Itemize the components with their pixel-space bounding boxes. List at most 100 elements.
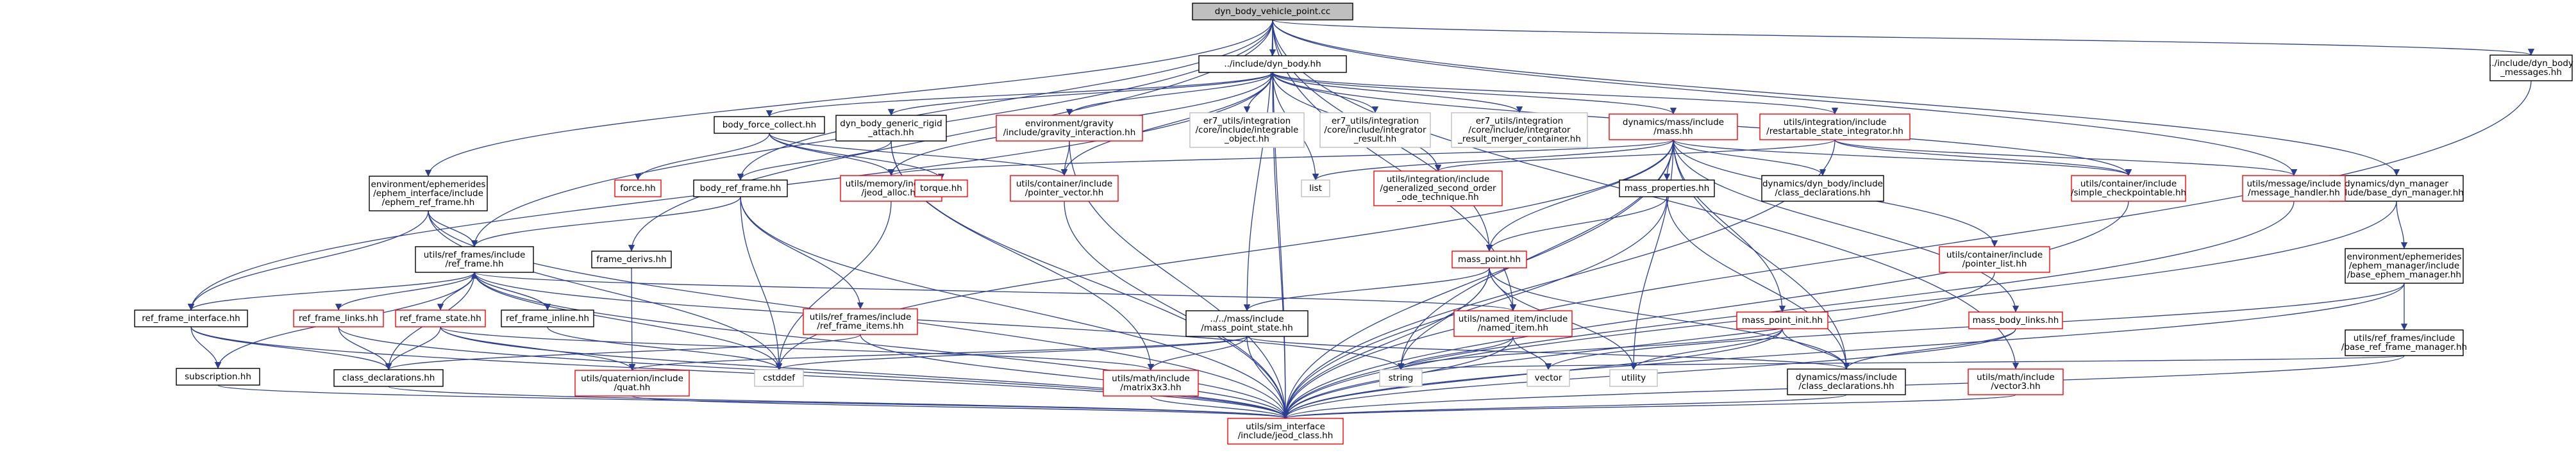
node-base-dyn-manager[interactable]: dynamics/dyn_manager/include/base_dyn_ma… bbox=[2329, 175, 2464, 202]
node-body-ref-frame[interactable]: body_ref_frame.hh bbox=[693, 179, 788, 197]
node-generalized-second-order[interactable]: utils/integration/include/generalized_se… bbox=[1373, 170, 1503, 206]
edge-root-to-body_ref_frame bbox=[737, 19, 1273, 181]
edge-base_dyn_manager-to-base_ephem_manager bbox=[2396, 201, 2408, 249]
node-box bbox=[591, 251, 672, 268]
node-torque-hh[interactable]: torque.hh bbox=[914, 179, 968, 197]
node-ref-frame-state[interactable]: ref_frame_state.hh bbox=[395, 309, 486, 327]
node-mass-properties[interactable]: mass_properties.hh bbox=[1619, 179, 1715, 197]
node-integrator-result-merger[interactable]: er7_utils/integration/core/include/integ… bbox=[1451, 112, 1588, 148]
node-label-line: utils/container/include bbox=[1016, 179, 1112, 189]
edge-ephem_ref_frame-to-cstddef bbox=[428, 210, 783, 370]
edge-body_ref_frame-to-cstddef bbox=[740, 196, 783, 370]
node-label-line: body_ref_frame.hh bbox=[700, 183, 782, 194]
node-ref-frame-items[interactable]: utils/ref_frames/include/ref_frame_items… bbox=[803, 308, 918, 335]
edge-mass_point-to-mass_point_state bbox=[1243, 267, 1490, 311]
node-label-line: utility bbox=[1621, 373, 1646, 383]
node-class-declarations[interactable]: class_declarations.hh bbox=[333, 369, 444, 387]
edge-mass_hh-to-mass_body_links bbox=[1673, 139, 2020, 313]
node-mass-hh[interactable]: dynamics/mass/include/mass.hh bbox=[1609, 113, 1738, 140]
node-label-line: environment/gravity bbox=[1025, 119, 1114, 129]
node-cstddef[interactable]: cstddef bbox=[754, 369, 804, 387]
node-label-line: /generalized_second_order bbox=[1380, 183, 1496, 194]
node-mass-body-links[interactable]: mass_body_links.hh bbox=[1968, 311, 2063, 329]
node-label-line: utils/memory/include bbox=[846, 179, 937, 189]
node-label-line: _object.hh bbox=[1224, 134, 1269, 144]
edge-vector3-to-jeod_class bbox=[1282, 394, 2016, 419]
node-pointer-list[interactable]: utils/container/include/pointer_list.hh bbox=[1939, 246, 2050, 273]
edge-ref_frame_links-to-jeod_class bbox=[338, 326, 1289, 419]
node-dyn-body-hh[interactable]: ../include/dyn_body.hh bbox=[1198, 55, 1347, 73]
node-body-force-collect[interactable]: body_force_collect.hh bbox=[714, 116, 825, 134]
edge-mass_point_init-to-string bbox=[1398, 328, 1783, 370]
node-label-line: /named_item.hh bbox=[1478, 323, 1548, 333]
node-box bbox=[293, 309, 384, 327]
node-dyn-body-generic-rigid[interactable]: dyn_body_generic_rigid_attach.hh bbox=[835, 115, 947, 142]
node-mass-point-state[interactable]: ../../mass/include/mass_point_state.hh bbox=[1185, 310, 1309, 337]
node-ref-frame-hh[interactable]: utils/ref_frames/include/ref_frame.hh bbox=[415, 246, 534, 273]
node-ref-frame-interface[interactable]: ref_frame_interface.hh bbox=[134, 309, 248, 327]
node-message-handler[interactable]: utils/message/include/message_handler.hh bbox=[2242, 175, 2346, 202]
node-label-line: ../../mass/include bbox=[1210, 314, 1284, 324]
node-label-line: _ode_technique.hh bbox=[1396, 192, 1478, 202]
node-mass-point-init[interactable]: mass_point_init.hh bbox=[1736, 311, 1828, 329]
node-box bbox=[1373, 170, 1503, 206]
node-frame-derivs[interactable]: frame_derivs.hh bbox=[591, 251, 672, 268]
node-subscription[interactable]: subscription.hh bbox=[176, 368, 260, 386]
node-pointer-vector[interactable]: utils/container/include/pointer_vector.h… bbox=[1010, 175, 1119, 202]
node-dyn-body-messages[interactable]: ../include/dyn_body_messages.hh bbox=[2489, 54, 2573, 81]
edge-body_force_collect-to-jeod_alloc bbox=[769, 133, 895, 176]
node-box bbox=[754, 369, 804, 387]
node-box bbox=[574, 370, 690, 397]
node-base-ref-frame-manager[interactable]: utils/ref_frames/include/base_ref_frame_… bbox=[2341, 329, 2467, 356]
edge-mass_hh-to-mass_point_init bbox=[1673, 139, 1786, 313]
node-mass-class-decl[interactable]: dynamics/mass/include/class_declarations… bbox=[1787, 368, 1906, 395]
node-utility[interactable]: utility bbox=[1609, 369, 1658, 387]
node-mass-point[interactable]: mass_point.hh bbox=[1451, 251, 1527, 268]
node-list[interactable]: list bbox=[1301, 179, 1330, 197]
node-quat-hh[interactable]: utils/quaternion/include/quat.hh bbox=[574, 370, 690, 397]
node-matrix3x3[interactable]: utils/math/include/matrix3x3.hh bbox=[1103, 370, 1199, 397]
edge-pointer_list-to-jeod_class bbox=[1282, 272, 1995, 419]
node-label-line: string bbox=[1389, 373, 1414, 383]
node-integrator-result[interactable]: er7_utils/integration/core/include/integ… bbox=[1319, 112, 1431, 148]
node-box bbox=[1968, 368, 2064, 395]
node-box bbox=[1736, 311, 1828, 329]
node-restartable-state-integrator[interactable]: utils/integration/include/restartable_st… bbox=[1759, 113, 1911, 140]
node-label-line: /core/include/integrable bbox=[1196, 125, 1299, 135]
node-label-line: /include/base_dyn_manager.hh bbox=[2329, 188, 2464, 198]
edge-body_force_collect-to-pointer_vector bbox=[769, 133, 1068, 176]
node-box bbox=[1227, 418, 1344, 445]
node-string[interactable]: string bbox=[1379, 369, 1423, 387]
node-ref-frame-links[interactable]: ref_frame_links.hh bbox=[293, 309, 384, 327]
node-box bbox=[914, 179, 968, 197]
node-jeod-class[interactable]: utils/sim_interface/include/jeod_class.h… bbox=[1227, 418, 1344, 445]
node-dyn-body-class-decl[interactable]: dynamics/dyn_body/include/class_declarat… bbox=[1761, 175, 1884, 202]
node-ephem-ref-frame[interactable]: environment/ephemerides/ephem_interface/… bbox=[369, 176, 488, 211]
node-ref-frame-inline[interactable]: ref_frame_inline.hh bbox=[501, 309, 594, 327]
node-box bbox=[714, 116, 825, 134]
node-label-line: force.hh bbox=[620, 183, 655, 194]
node-vector[interactable]: vector bbox=[1526, 369, 1570, 387]
edge-jeod_alloc-to-cstddef bbox=[775, 201, 892, 370]
node-integrable-object[interactable]: er7_utils/integration/core/include/integ… bbox=[1189, 112, 1305, 148]
node-label-line: /ephem_ref_frame.hh bbox=[382, 197, 475, 208]
node-label-line: utils/ref_frames/include bbox=[2354, 333, 2455, 343]
node-label-line: cstddef bbox=[763, 373, 796, 383]
node-force-hh[interactable]: force.hh bbox=[614, 179, 662, 197]
node-gravity-interaction[interactable]: environment/gravity/include/gravity_inte… bbox=[996, 115, 1143, 142]
edge-mass_hh-to-mass_point bbox=[1485, 139, 1674, 252]
node-box bbox=[2345, 329, 2464, 356]
node-label-line: utils/ref_frames/include bbox=[810, 312, 912, 322]
node-vector3[interactable]: utils/math/include/vector3.hh bbox=[1968, 368, 2064, 395]
node-simple-checkpointable[interactable]: utils/container/include/simple_checkpoin… bbox=[2071, 175, 2186, 202]
node-label-line: torque.hh bbox=[920, 183, 962, 194]
edge-ref_frame_state-to-jeod_class bbox=[440, 326, 1289, 419]
node-named-item[interactable]: utils/named_item/include/named_item.hh bbox=[1453, 310, 1573, 337]
node-label-line: dyn_body_generic_rigid bbox=[840, 119, 942, 129]
node-label-line: /pointer_list.hh bbox=[1962, 259, 2027, 269]
node-base-ephem-manager[interactable]: environment/ephemerides/ephem_manager/in… bbox=[2345, 248, 2464, 284]
node-label-line: ../include/dyn_body bbox=[2489, 58, 2573, 69]
edge-ref_frame_items-to-jeod_class bbox=[860, 334, 1289, 419]
node-box bbox=[835, 115, 947, 142]
node-root[interactable]: dyn_body_vehicle_point.cc bbox=[1192, 3, 1353, 21]
